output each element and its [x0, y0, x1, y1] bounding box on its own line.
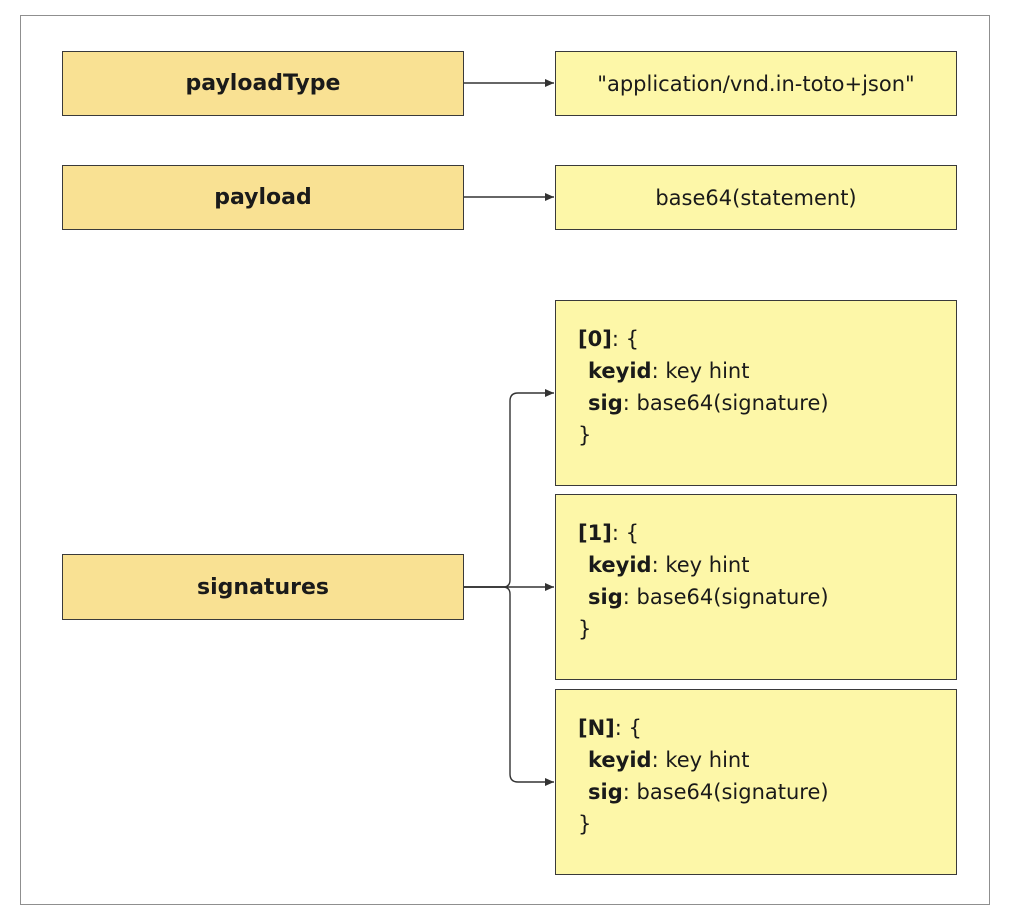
signature-0-header: [0]: { — [578, 327, 639, 351]
signature-n-sig: sig: base64(signature) — [588, 780, 829, 804]
payloadtype-key-label: payloadType — [185, 71, 341, 96]
payload-value-box: base64(statement) — [555, 165, 957, 230]
payloadtype-value-text: "application/vnd.in-toto+json" — [597, 71, 915, 96]
arrow-signatures-n — [463, 586, 554, 786]
signature-n-close: } — [578, 812, 592, 836]
signature-1-sig: sig: base64(signature) — [588, 585, 829, 609]
signatures-key-label: signatures — [197, 574, 329, 600]
signature-1-header: [1]: { — [578, 521, 639, 545]
payload-value-text: base64(statement) — [655, 185, 857, 210]
payloadtype-key-box: payloadType — [62, 51, 464, 116]
arrow-signatures-0 — [463, 389, 554, 588]
signature-box-1: [1]: { keyid: key hint sig: base64(signa… — [555, 494, 957, 680]
signature-1-keyid: keyid: key hint — [588, 553, 750, 577]
signature-0-keyid: keyid: key hint — [588, 359, 750, 383]
signature-1-close: } — [578, 617, 592, 641]
signature-n-keyid: keyid: key hint — [588, 748, 750, 772]
signature-0-close: } — [578, 423, 592, 447]
signature-box-n: [N]: { keyid: key hint sig: base64(signa… — [555, 689, 957, 875]
signatures-key-box: signatures — [62, 554, 464, 620]
signature-box-0: [0]: { keyid: key hint sig: base64(signa… — [555, 300, 957, 486]
payloadtype-value-box: "application/vnd.in-toto+json" — [555, 51, 957, 116]
payload-key-box: payload — [62, 165, 464, 230]
signature-0-sig: sig: base64(signature) — [588, 391, 829, 415]
payload-key-label: payload — [214, 185, 312, 210]
signature-n-header: [N]: { — [578, 716, 642, 740]
